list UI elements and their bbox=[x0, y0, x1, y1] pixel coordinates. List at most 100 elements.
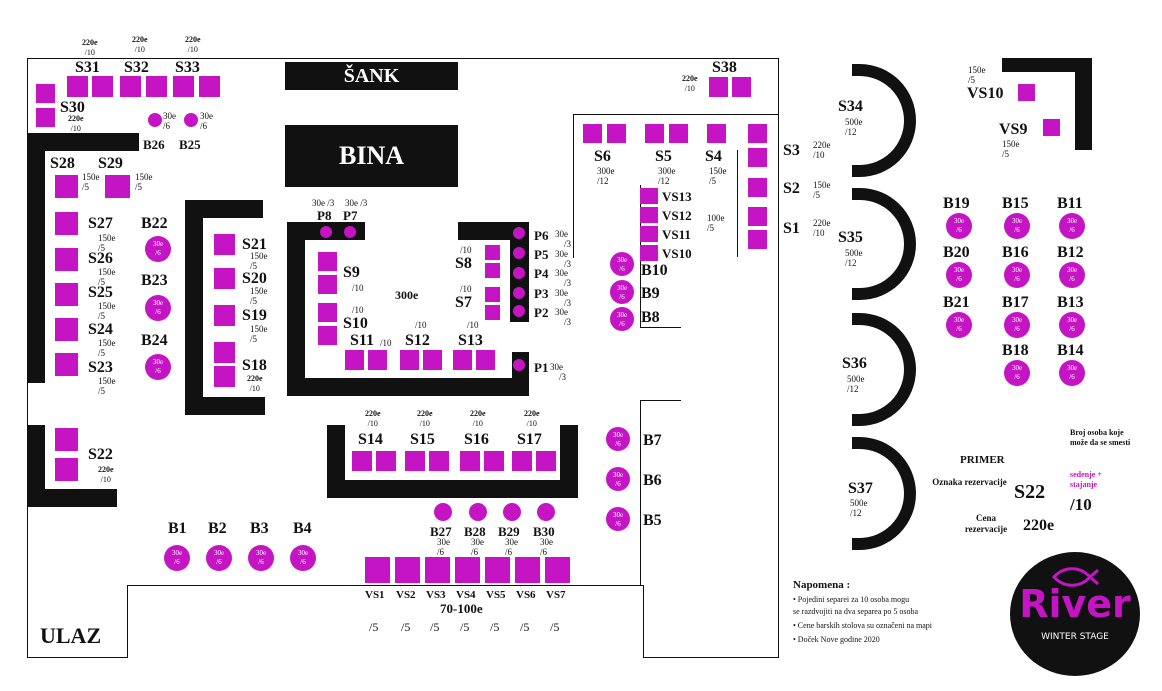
b8-table[interactable]: 30e/6 bbox=[610, 307, 634, 331]
b29-table[interactable] bbox=[503, 503, 521, 521]
s6-table-a[interactable] bbox=[583, 124, 602, 143]
s14-table-a[interactable] bbox=[352, 451, 372, 471]
s5-table-b[interactable] bbox=[669, 124, 688, 143]
s23-table[interactable] bbox=[55, 353, 78, 376]
b15-table[interactable]: 30e/6 bbox=[1004, 213, 1030, 239]
s4-table[interactable] bbox=[707, 124, 726, 143]
s8-table-b[interactable] bbox=[485, 263, 500, 278]
s15-table-b[interactable] bbox=[429, 451, 449, 471]
s3-table-a[interactable] bbox=[748, 124, 767, 143]
s22-table-a[interactable] bbox=[55, 428, 78, 451]
s26-table[interactable] bbox=[55, 248, 78, 271]
s16-table-a[interactable] bbox=[460, 451, 480, 471]
b12-table[interactable]: 30e/6 bbox=[1059, 262, 1085, 288]
s28-table[interactable] bbox=[55, 175, 78, 198]
b4-table[interactable]: 30e/6 bbox=[290, 545, 316, 571]
s30-table-a[interactable] bbox=[36, 84, 55, 103]
s1-table-b[interactable] bbox=[748, 230, 767, 249]
b22-table[interactable]: 30e/6 bbox=[145, 236, 171, 262]
s18-table-b[interactable] bbox=[214, 366, 235, 387]
s10-table-a[interactable] bbox=[318, 303, 337, 322]
s31-table-a[interactable] bbox=[67, 76, 88, 97]
b7-table[interactable]: 30e/6 bbox=[606, 427, 630, 451]
s20-table[interactable] bbox=[214, 268, 235, 289]
b19-table[interactable]: 30e/6 bbox=[946, 213, 972, 239]
b16-table[interactable]: 30e/6 bbox=[1004, 262, 1030, 288]
s16-table-b[interactable] bbox=[484, 451, 504, 471]
s25-table[interactable] bbox=[55, 283, 78, 306]
b9-table[interactable]: 30e/6 bbox=[610, 280, 634, 304]
b10-table[interactable]: 30e/6 bbox=[610, 252, 634, 276]
b11-table[interactable]: 30e/6 bbox=[1059, 213, 1085, 239]
s33-table-a[interactable] bbox=[173, 76, 194, 97]
s5-table-a[interactable] bbox=[645, 124, 664, 143]
vs7-table[interactable] bbox=[545, 557, 570, 583]
vs10-top-table[interactable] bbox=[1018, 84, 1035, 101]
p7-table[interactable] bbox=[344, 226, 356, 238]
b17-table[interactable]: 30e/6 bbox=[1004, 312, 1030, 338]
vs4-table[interactable] bbox=[455, 557, 480, 583]
s12-table-a[interactable] bbox=[400, 350, 419, 370]
s33-table-b[interactable] bbox=[199, 76, 220, 97]
b26-table[interactable] bbox=[148, 113, 162, 127]
s10-table-b[interactable] bbox=[318, 326, 337, 345]
s15-table-a[interactable] bbox=[405, 451, 425, 471]
b24-table[interactable]: 30e/6 bbox=[145, 354, 171, 380]
b30-table[interactable] bbox=[537, 503, 555, 521]
s9-table-a[interactable] bbox=[318, 252, 337, 271]
vs5-table[interactable] bbox=[485, 557, 510, 583]
vs1-table[interactable] bbox=[365, 557, 390, 583]
s8-table-a[interactable] bbox=[485, 245, 500, 260]
p5-table[interactable] bbox=[513, 247, 525, 259]
b1-table[interactable]: 30e/6 bbox=[164, 545, 190, 571]
vs2-table[interactable] bbox=[395, 557, 420, 583]
s32-table-a[interactable] bbox=[120, 76, 141, 97]
vs12-table[interactable] bbox=[640, 207, 658, 223]
s6-table-b[interactable] bbox=[607, 124, 626, 143]
s24-table[interactable] bbox=[55, 318, 78, 341]
s7-table-a[interactable] bbox=[485, 287, 500, 302]
s18-table-a[interactable] bbox=[214, 342, 235, 363]
s38-table-b[interactable] bbox=[732, 77, 751, 97]
s13-table-a[interactable] bbox=[453, 350, 472, 370]
s13-table-b[interactable] bbox=[476, 350, 495, 370]
s32-table-b[interactable] bbox=[146, 76, 167, 97]
p8-table[interactable] bbox=[320, 226, 332, 238]
p6-table[interactable] bbox=[513, 227, 525, 239]
b28-table[interactable] bbox=[469, 503, 487, 521]
vs3-table[interactable] bbox=[425, 557, 450, 583]
s1-table-a[interactable] bbox=[748, 207, 767, 226]
s14-table-b[interactable] bbox=[376, 451, 396, 471]
b6-table[interactable]: 30e/6 bbox=[606, 467, 630, 491]
vs10-table[interactable] bbox=[640, 245, 658, 261]
s12-table-b[interactable] bbox=[423, 350, 442, 370]
p4-table[interactable] bbox=[513, 267, 525, 279]
s27-table[interactable] bbox=[55, 212, 78, 235]
b13-table[interactable]: 30e/6 bbox=[1059, 312, 1085, 338]
p3-table[interactable] bbox=[513, 287, 525, 299]
b5-table[interactable]: 30e/6 bbox=[606, 507, 630, 531]
s29-table[interactable] bbox=[105, 175, 130, 198]
s7-table-b[interactable] bbox=[485, 305, 500, 320]
b14-table[interactable]: 30e/6 bbox=[1059, 360, 1085, 386]
s3-table-b[interactable] bbox=[748, 148, 767, 167]
b2-table[interactable]: 30e/6 bbox=[206, 545, 232, 571]
s38-table-a[interactable] bbox=[709, 77, 728, 97]
b21-table[interactable]: 30e/6 bbox=[946, 312, 972, 338]
b18-table[interactable]: 30e/6 bbox=[1004, 360, 1030, 386]
s31-table-b[interactable] bbox=[92, 76, 113, 97]
s17-table-b[interactable] bbox=[536, 451, 556, 471]
b27-table[interactable] bbox=[434, 503, 452, 521]
s11-table-a[interactable] bbox=[345, 350, 364, 370]
s9-table-b[interactable] bbox=[318, 275, 337, 294]
vs13-table[interactable] bbox=[640, 188, 658, 204]
vs6-table[interactable] bbox=[515, 557, 540, 583]
s11-table-b[interactable] bbox=[368, 350, 387, 370]
p2-table[interactable] bbox=[513, 305, 525, 317]
s30-table-b[interactable] bbox=[36, 108, 55, 127]
s2-table[interactable] bbox=[748, 178, 767, 197]
s17-table-a[interactable] bbox=[512, 451, 532, 471]
s19-table[interactable] bbox=[214, 305, 235, 326]
vs9-table[interactable] bbox=[1043, 119, 1060, 136]
b3-table[interactable]: 30e/6 bbox=[248, 545, 274, 571]
